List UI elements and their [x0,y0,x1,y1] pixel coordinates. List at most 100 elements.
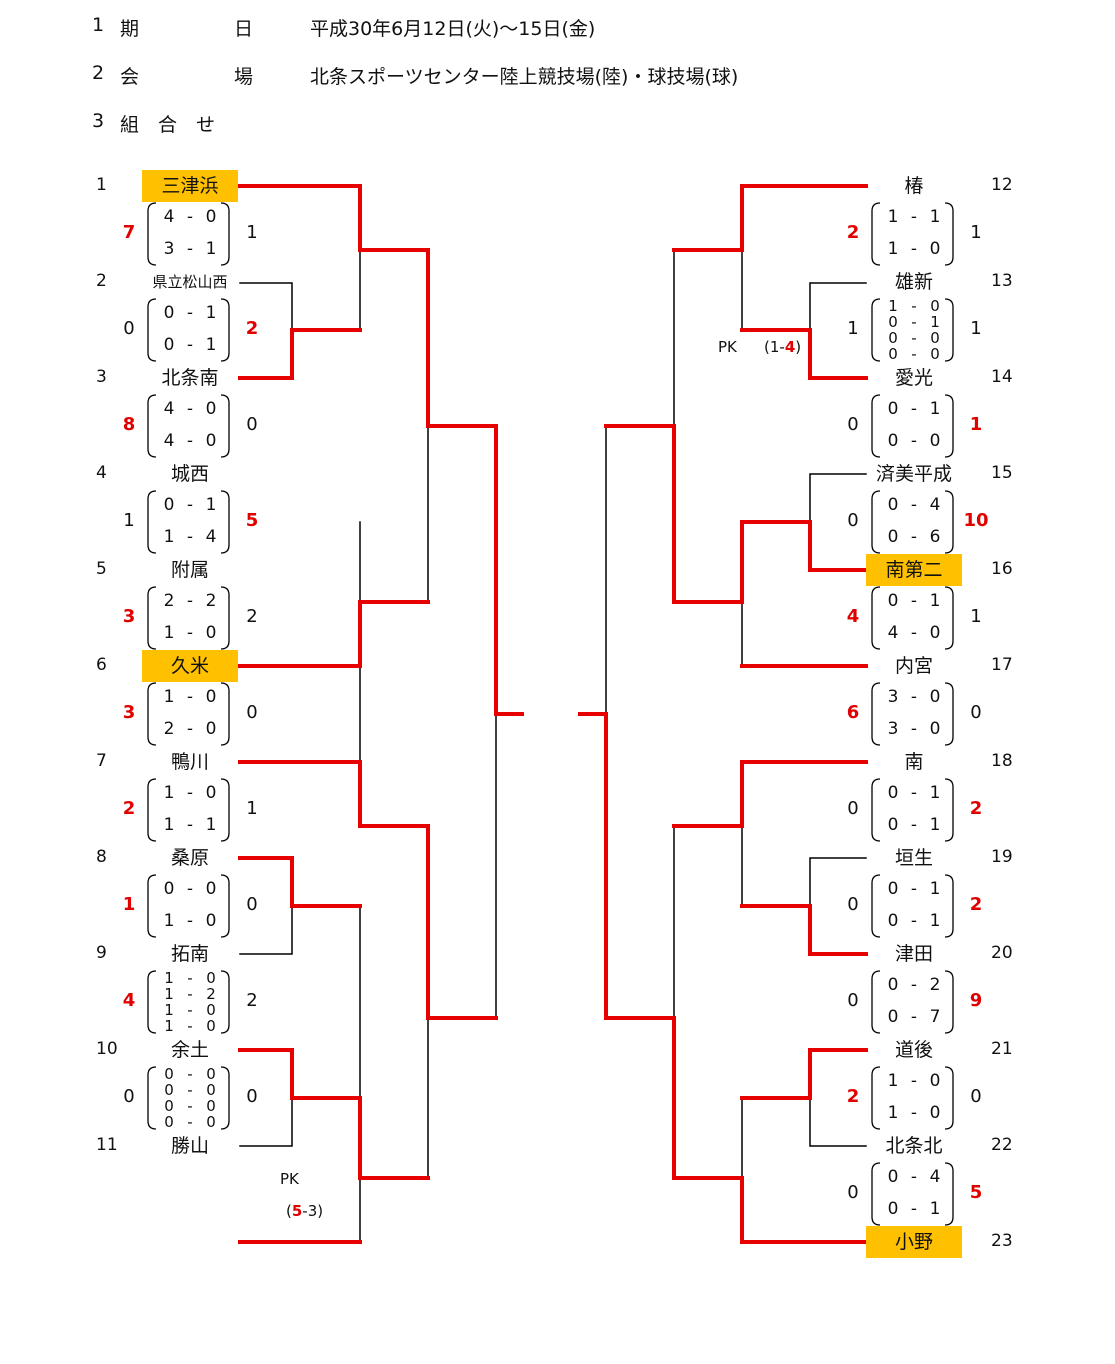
left-team-name: 城西 [170,463,209,485]
right-half-score-away: 0 [929,623,941,644]
right-seed-number: 16 [991,559,1013,579]
right-half-score-away: 1 [929,879,941,900]
left-half-score-away: 1 [205,815,217,836]
right-half-score-dash: - [910,399,918,420]
right-total-score-upper: 0 [847,510,859,531]
left-score-bracket-left [147,298,157,362]
left-half-score-home: 2 [163,591,175,612]
right-team-name: 小野 [866,1226,962,1258]
right-score-bracket-right [944,874,954,938]
left-total-score-lower: 0 [246,702,258,723]
right-half-score-away: 1 [929,783,941,804]
left-score-bracket-right [220,202,230,266]
right-score-bracket-left [871,874,881,938]
right-half-score-away: 1 [929,207,941,228]
right-half-score-away: 1 [929,815,941,836]
right-total-score-upper: 2 [846,222,860,243]
left-half-score-away: 0 [205,879,217,900]
right-half-score-dash: - [910,495,918,516]
right-half-score-away: 7 [929,1007,941,1028]
right-total-score-upper: 0 [847,990,859,1011]
left-score-bracket-right [220,298,230,362]
left-half-score-home: 0 [164,1112,174,1131]
left-half-score-dash: - [186,719,194,740]
left-total-score-upper: 1 [122,894,136,915]
right-half-score-away: 4 [929,1167,941,1188]
left-half-score-home: 1 [163,623,175,644]
left-seed-number: 11 [96,1135,118,1155]
right-seed-number: 23 [991,1231,1013,1251]
pk-score-right: (1-4) [764,338,802,356]
left-score-bracket-left [147,874,157,938]
right-total-score-upper: 2 [846,1086,860,1107]
left-total-score-lower: 0 [246,414,258,435]
left-total-score-lower: 0 [246,1086,258,1107]
right-total-score-lower: 1 [969,414,983,435]
right-half-score-away: 1 [929,399,941,420]
left-half-score-home: 1 [163,911,175,932]
left-team-name: 鴨川 [170,751,209,773]
right-seed-number: 14 [991,367,1013,387]
right-seed-number: 21 [991,1039,1013,1059]
right-half-score-dash: - [911,296,917,315]
right-half-score-home: 0 [887,1199,899,1220]
right-total-score-lower: 1 [970,318,982,339]
left-total-score-upper: 2 [122,798,136,819]
left-half-score-home: 1 [163,783,175,804]
right-half-score-dash: - [910,815,918,836]
left-half-score-dash: - [186,495,194,516]
right-total-score-lower: 1 [970,222,982,243]
right-team-name: 椿 [904,175,924,197]
left-team-name: 三津浜 [142,170,238,202]
right-total-score-lower: 1 [970,606,982,627]
right-half-score-home: 0 [887,527,899,548]
right-half-score-away: 0 [929,687,941,708]
left-half-score-away: 0 [206,1000,216,1019]
left-score-bracket-right [220,874,230,938]
right-score-bracket-right [944,490,954,554]
left-half-score-home: 0 [163,335,175,356]
left-team-name: 拓南 [170,943,209,965]
left-half-score-home: 0 [164,1064,174,1083]
right-half-score-away: 1 [930,312,940,331]
right-total-score-lower: 2 [969,798,983,819]
left-half-score-dash: - [186,911,194,932]
left-seed-number: 3 [96,367,107,387]
left-total-score-lower: 1 [246,798,258,819]
left-half-score-home: 2 [163,719,175,740]
left-score-bracket-left [147,682,157,746]
right-score-bracket-left [871,778,881,842]
right-half-score-away: 0 [930,296,940,315]
left-seed-number: 7 [96,751,107,771]
left-total-score-lower: 2 [246,990,258,1011]
left-half-score-home: 1 [163,815,175,836]
right-team-name: 北条北 [885,1135,943,1157]
right-half-score-home: 3 [887,719,899,740]
left-total-score-upper: 3 [122,606,136,627]
left-half-score-away: 0 [206,1096,216,1115]
right-seed-number: 22 [991,1135,1013,1155]
right-half-score-home: 4 [887,623,899,644]
right-half-score-away: 0 [929,239,941,260]
right-total-score-upper: 0 [847,1182,859,1203]
left-half-score-home: 3 [163,239,175,260]
right-score-bracket-right [944,298,954,362]
left-half-score-dash: - [186,207,194,228]
header-date-value: 平成30年6月12日(火)～15日(金) [310,18,596,40]
right-team-name: 済美平成 [875,463,952,485]
left-half-score-away: 2 [206,984,216,1003]
pk-label-right: PK [718,338,737,356]
left-total-score-upper: 0 [123,318,135,339]
left-half-score-away: 1 [205,495,217,516]
left-score-bracket-left [147,202,157,266]
left-score-bracket-left [147,778,157,842]
right-seed-number: 15 [991,463,1013,483]
right-score-bracket-left [871,970,881,1034]
right-half-score-home: 0 [887,783,899,804]
left-total-score-upper: 1 [123,510,135,531]
right-half-score-away: 1 [929,591,941,612]
right-total-score-lower: 5 [969,1182,983,1203]
left-half-score-away: 0 [205,623,217,644]
right-team-name: 愛光 [894,367,933,389]
left-half-score-away: 1 [205,303,217,324]
